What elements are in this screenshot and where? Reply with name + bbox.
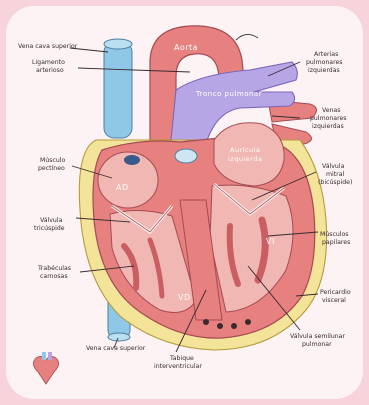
tronco-pulmonar-label: Tronco pulmonar — [195, 90, 262, 98]
ligamento-arterioso-label-1: Ligamento — [32, 59, 65, 66]
pericardio-visceral-label-1: Pericardio — [320, 289, 351, 296]
venas-pulmonares-label-3: izquierdas — [312, 123, 344, 130]
valvula-mitral-label-1: Válvula — [322, 162, 345, 170]
pericardio-visceral-label-2: visceral — [322, 297, 346, 304]
valvula-tricuspide-label-2: tricúspide — [34, 224, 65, 232]
venas-pulmonares-label-1: Venas — [322, 107, 341, 114]
valvula-semilunar-pulmonar-label-1: Válvula semilunar — [290, 332, 345, 340]
trabeculas-carnosas-label-2: carnosas — [40, 273, 68, 280]
vi-label: VI — [266, 237, 275, 246]
trabeculas-carnosas-label-1: Trabéculas — [37, 264, 71, 272]
valvula-semilunar-pulmonar-label-2: pulmonar — [302, 341, 332, 348]
musculo-pectineo-label-2: pectíneo — [38, 164, 65, 172]
auricula-izquierda-label-2: izquierda — [228, 155, 262, 163]
auricula-izquierda-label-1: Aurícula — [230, 146, 261, 154]
musculo-pectineo-label-1: Músculo — [40, 156, 66, 164]
arterias-pulmonares-label-3: izquierdas — [308, 67, 340, 74]
vena-cava-superior-bottom-label: Vena cava superior — [86, 345, 146, 352]
arterias-pulmonares-label-1: Arterias — [314, 51, 338, 58]
valvula-mitral-label-2: mitral — [326, 171, 345, 178]
ligamento-arterioso-label-2: arterioso — [36, 67, 64, 74]
musculos-papilares-label-1: Músculos — [320, 230, 349, 238]
valvula-semilunar-pulmonar-structure — [175, 149, 197, 163]
tabique-interventricular-label-1: Tabique — [169, 355, 194, 362]
vena-cava-superior-top-label: Vena cava superior — [18, 43, 78, 50]
valvula-mitral-label-3: (bicúspide) — [318, 178, 352, 186]
musculos-papilares-label-2: papilares — [322, 239, 350, 246]
tabique-interventricular-label-2: interventricular — [154, 363, 202, 370]
arterias-pulmonares-label-2: pulmonares — [306, 59, 343, 66]
aorta-label: Aorta — [174, 43, 198, 52]
venas-pulmonares-label-2: pulmonares — [310, 115, 347, 122]
vena-cava-superior-vessel — [104, 39, 132, 138]
ad-label: AD — [116, 183, 129, 192]
valvula-tricuspide-label-1: Válvula — [40, 216, 63, 224]
vd-label: VD — [178, 293, 191, 302]
